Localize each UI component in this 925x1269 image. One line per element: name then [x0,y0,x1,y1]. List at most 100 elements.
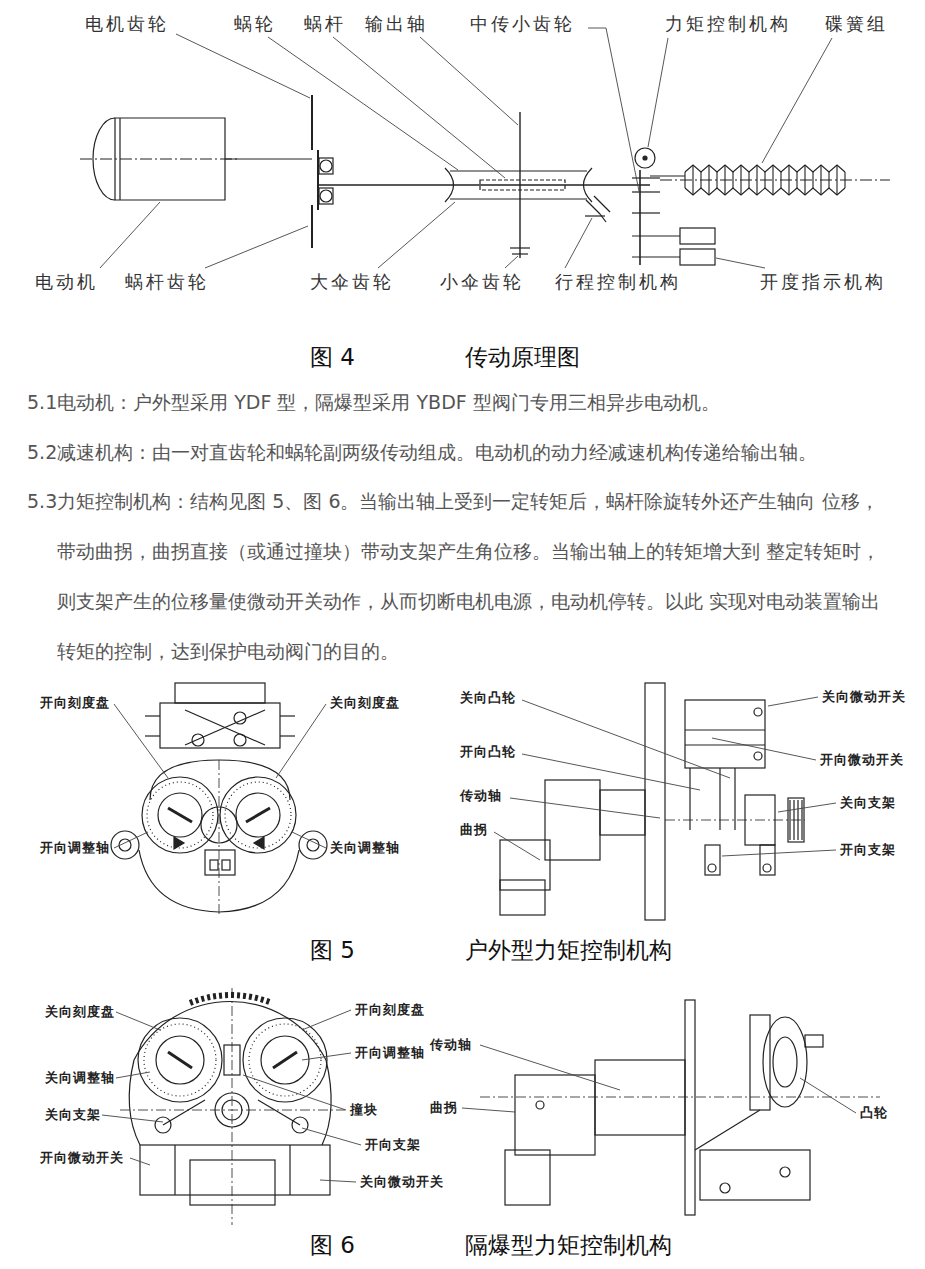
worm-pair-part [510,247,530,248]
figure-caption: 隔爆型力矩控制机构 [465,1231,672,1259]
outdoor-torque-mechanism-front-part [222,860,230,870]
leader-lines-part [333,37,505,178]
motor-part [80,158,240,159]
outdoor-torque-mechanism-front-part [299,831,327,859]
worm-pair [445,112,592,258]
callout-label: 关向支架 [45,1107,101,1123]
callout-label: 关向微动开关 [822,689,906,705]
callout-label: 开向调整轴 [40,840,110,856]
callout-label: 撞块 [350,1102,378,1118]
explosion-proof-torque-mechanism-front-part [232,988,233,1225]
worm-pair-part [450,170,587,171]
callout-label: 曲拐 [430,1100,458,1116]
callout-label: 关向调整轴 [330,840,400,856]
explosion-proof-torque-mechanism-front-part [190,995,272,1003]
callout-label: 开向支架 [365,1137,421,1153]
callout-label: 传动轴 [430,1037,472,1053]
outdoor-torque-mechanism-front-part [254,837,264,849]
callout-label: 小伞齿轮 [440,271,524,293]
outdoor-torque-mechanism-front-part [150,760,290,800]
body-paragraph: 5.1电动机：户外型采用 YDF 型，隔爆型采用 YBDF 型阀门专用三相异步电… [27,389,720,415]
worm-pair-part [480,180,565,190]
callout-label: 曲拐 [460,822,488,838]
explosion-proof-torque-mechanism-side-part [515,1075,595,1155]
leader-lines-part [100,202,160,268]
torque-and-travel-mechanism-part [643,156,647,160]
outdoor-torque-mechanism-side-part [763,864,771,872]
explosion-proof-torque-mechanism-front-part [273,1052,297,1068]
leader-lines-part [768,697,818,706]
explosion-proof-torque-mechanism-front-part [138,1018,222,1102]
torque-and-travel-mechanism-part [632,191,660,192]
outdoor-torque-mechanism-front-part [210,860,218,870]
callout-label: 关向刻度盘 [45,1004,115,1020]
leader-lines-part [762,38,832,163]
outdoor-torque-mechanism-front-part [168,808,192,822]
explosion-proof-torque-mechanism-front-part [156,1036,204,1084]
callout-label: 碟簧组 [825,13,888,35]
outdoor-torque-mechanism-front-part [234,712,246,724]
bevel-gears [585,196,610,222]
outdoor-torque-mechanism-front-part [185,710,265,745]
leader-lines-part [116,1072,150,1078]
leader-lines-part [302,1010,351,1030]
outdoor-torque-mechanism-front-part [234,734,246,746]
outdoor-torque-mechanism-front-part [145,715,160,716]
explosion-proof-torque-mechanism-front-part [134,1001,326,1060]
outdoor-torque-mechanism-front-part [158,793,202,837]
callout-label: 蜗杆齿轮 [125,271,209,293]
explosion-proof-torque-mechanism-front-part [249,1024,321,1096]
motor-part [225,158,312,159]
callout-label: 凸轮 [860,1105,888,1121]
explosion-proof-torque-mechanism-front-part [140,1145,330,1195]
outdoor-torque-mechanism-side [500,683,805,920]
explosion-proof-torque-mechanism-side-part [805,1035,823,1047]
leader-lines-part [565,218,592,268]
leader-lines-part [588,28,640,196]
outdoor-torque-mechanism-side-part [760,845,775,875]
outdoor-torque-mechanism-side-part [685,744,765,745]
worm-pair-part [512,253,528,254]
leader-lines-part [522,754,700,790]
leader-lines-part [716,258,765,268]
callout-label: 开向微动开关 [820,752,904,768]
outdoor-torque-mechanism-front-part [220,777,296,853]
outdoor-torque-mechanism-side-part [685,700,765,768]
disc-spring-stack [660,165,890,195]
leader-lines-part [648,38,668,147]
explosion-proof-torque-mechanism-side-part [695,1110,760,1150]
gear-train-part [320,160,332,172]
gear-train [312,95,650,248]
callout-label: 关向调整轴 [45,1070,115,1086]
figure-caption: 图 4 [310,343,355,371]
outdoor-torque-mechanism-front [111,683,327,915]
outdoor-torque-mechanism-side-part [500,840,550,890]
bevel-gears-part [586,200,600,214]
leader-lines [114,697,836,860]
outdoor-torque-mechanism-front-part [280,735,295,736]
callout-label: 关向支架 [840,795,896,811]
outdoor-torque-mechanism-side-part [754,708,762,716]
body-paragraph: 5.2减速机构：由一对直齿轮和蜗轮副两级传动组成。电动机的动力经减速机构传递给输… [27,439,817,465]
outdoor-torque-mechanism-front-part [185,710,265,745]
leader-lines-part [712,738,816,760]
explosion-proof-torque-mechanism-side-part [536,1101,544,1109]
outdoor-torque-mechanism-side-part [689,768,690,830]
outdoor-torque-mechanism-front-part [142,777,218,853]
leader-lines-part [505,256,518,268]
outdoor-torque-mechanism-side-part [705,845,720,875]
callout-label: 传动轴 [460,788,502,804]
torque-and-travel-mechanism-part [632,256,680,257]
callout-label: 行程控制机构 [555,271,681,293]
leader-lines-part [243,1075,346,1110]
callout-label: 开向调整轴 [355,1045,425,1061]
outdoor-torque-mechanism-front-part [192,734,204,746]
explosion-proof-torque-mechanism-side-part [780,1167,790,1177]
worm-pair-part [445,168,454,202]
explosion-proof-torque-mechanism-side-part [750,1015,770,1110]
outdoor-torque-mechanism-side-part [645,683,665,920]
callout-label: 开向微动开关 [40,1150,124,1166]
explosion-proof-torque-mechanism-front-part [168,1052,192,1068]
gear-train-part [319,158,333,174]
